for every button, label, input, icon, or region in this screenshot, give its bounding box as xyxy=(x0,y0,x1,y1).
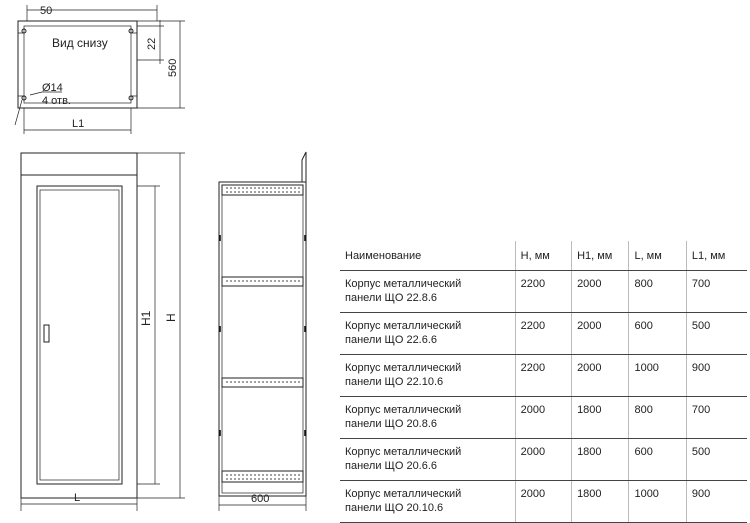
name-line-1: Корпус металлический xyxy=(345,362,462,374)
cell-h: 2000 xyxy=(514,396,572,439)
hole-leader-line xyxy=(14,91,62,126)
cell-h: 2000 xyxy=(514,438,572,481)
cell-name: Корпус металлический панели ЩО 20.8.6 xyxy=(340,396,516,439)
dim-line-width xyxy=(23,108,132,134)
name-line-1: Корпус металлический xyxy=(345,488,462,500)
side-top-flange xyxy=(301,151,307,182)
cell-l1: 900 xyxy=(685,354,747,397)
table-header-row: Наименование H, мм H1, мм L, мм L1, мм xyxy=(340,241,747,271)
name-line-1: Корпус металлический xyxy=(345,404,462,416)
frame-corner-marks xyxy=(18,32,137,97)
mounting-hole-icon xyxy=(21,28,27,34)
dimensions-table: Наименование H, мм H1, мм L, мм L1, мм К… xyxy=(340,241,747,523)
dim-depth-label: 600 xyxy=(251,493,269,505)
cell-l: 1000 xyxy=(628,354,687,397)
name-line-2: панели ЩО 20.10.6 xyxy=(345,502,444,514)
cell-l: 600 xyxy=(628,438,687,481)
table-row: Корпус металлический панели ЩО 20.10.6 20… xyxy=(340,480,747,523)
header-h1: H1, мм xyxy=(571,241,629,271)
dim-line-top xyxy=(26,5,158,21)
dim-line-side-small xyxy=(137,20,164,64)
dim-line-depth xyxy=(218,496,307,511)
side-view: 600 xyxy=(218,151,307,511)
door-outline xyxy=(36,185,123,485)
hole-diameter-label: Ø14 xyxy=(42,82,63,94)
bottom-rail xyxy=(221,470,304,483)
cell-l1: 500 xyxy=(685,438,747,481)
name-line-2: панели ЩО 20.8.6 xyxy=(345,418,438,430)
dim-line-h1 xyxy=(137,185,160,485)
shelf-rail xyxy=(221,276,304,287)
top-rail xyxy=(221,184,304,196)
table-row: Корпус металлический панели ЩО 20.8.6 200… xyxy=(340,396,747,439)
name-line-2: панели ЩО 22.8.6 xyxy=(345,292,438,304)
cell-l1: 900 xyxy=(685,480,747,523)
cell-h1: 1800 xyxy=(571,396,629,439)
dim-line-height xyxy=(137,20,185,109)
cell-h: 2000 xyxy=(514,480,572,523)
cell-h: 2200 xyxy=(514,270,572,313)
dim-side-small-label: 22 xyxy=(146,38,158,50)
dim-line-h xyxy=(137,152,185,499)
cell-l1: 500 xyxy=(685,312,747,355)
side-outline xyxy=(218,181,307,497)
cell-h1: 2000 xyxy=(571,354,629,397)
header-l1: L1, мм xyxy=(685,241,747,271)
header-l: L, мм xyxy=(628,241,687,271)
mounting-hole-icon xyxy=(21,95,27,101)
cell-name: Корпус металлический панели ЩО 20.6.6 xyxy=(340,438,516,481)
cell-h1: 1800 xyxy=(571,480,629,523)
dim-line-l xyxy=(20,498,138,511)
cabinet-outline xyxy=(20,152,138,499)
mounting-hole-icon xyxy=(128,95,134,101)
dim-l-label: L xyxy=(74,492,80,504)
cell-l: 800 xyxy=(628,396,687,439)
name-line-2: панели ЩО 20.6.6 xyxy=(345,460,438,472)
dim-top-label: 50 xyxy=(40,5,52,17)
dim-h1-label: H1 xyxy=(139,310,153,326)
dim-h-label: H xyxy=(164,313,178,322)
mounting-clips xyxy=(219,235,306,436)
cell-l1: 700 xyxy=(685,270,747,313)
name-line-1: Корпус металлический xyxy=(345,278,462,290)
hole-count-label: 4 отв. xyxy=(42,95,71,107)
bottom-view: Вид снизу 50 22 560 Ø14 4 отв. L1 xyxy=(14,5,185,134)
cell-name: Корпус металлический панели ЩО 20.10.6 xyxy=(340,480,516,523)
cell-h1: 1800 xyxy=(571,438,629,481)
bottom-view-inner-frame xyxy=(23,25,132,104)
cell-l: 800 xyxy=(628,270,687,313)
cell-h: 2200 xyxy=(514,312,572,355)
header-h: H, мм xyxy=(514,241,572,271)
dim-height-label: 560 xyxy=(167,59,179,77)
name-line-1: Корпус металлический xyxy=(345,446,462,458)
cell-name: Корпус металлический панели ЩО 22.10.6 xyxy=(340,354,516,397)
cell-l1: 700 xyxy=(685,396,747,439)
door-handle-icon xyxy=(43,324,50,343)
cell-h1: 2000 xyxy=(571,312,629,355)
cell-name: Корпус металлический панели ЩО 22.6.6 xyxy=(340,312,516,355)
front-view: H1 H L xyxy=(20,152,185,511)
header-name: Наименование xyxy=(340,241,516,271)
bottom-view-outline xyxy=(17,20,138,109)
name-line-1: Корпус металлический xyxy=(345,320,462,332)
cell-h1: 2000 xyxy=(571,270,629,313)
table-row: Корпус металлический панели ЩО 20.6.6 200… xyxy=(340,438,747,481)
table-row: Корпус металлический панели ЩО 22.10.6 22… xyxy=(340,354,747,397)
table-row: Корпус металлический панели ЩО 22.8.6 220… xyxy=(340,270,747,313)
cell-name: Корпус металлический панели ЩО 22.8.6 xyxy=(340,270,516,313)
shelf-rail xyxy=(221,377,304,388)
bottom-view-title: Вид снизу xyxy=(52,36,108,50)
cell-l: 600 xyxy=(628,312,687,355)
side-inner-line xyxy=(221,184,304,494)
mounting-hole-icon xyxy=(128,28,134,34)
dim-width-label: L1 xyxy=(72,118,84,130)
ventilation-slots xyxy=(226,187,300,480)
name-line-2: панели ЩО 22.6.6 xyxy=(345,334,438,346)
table-row: Корпус металлический панели ЩО 22.6.6 220… xyxy=(340,312,747,355)
cell-l: 1000 xyxy=(628,480,687,523)
name-line-2: панели ЩО 22.10.6 xyxy=(345,376,444,388)
door-inner-line xyxy=(39,189,120,481)
cell-h: 2200 xyxy=(514,354,572,397)
